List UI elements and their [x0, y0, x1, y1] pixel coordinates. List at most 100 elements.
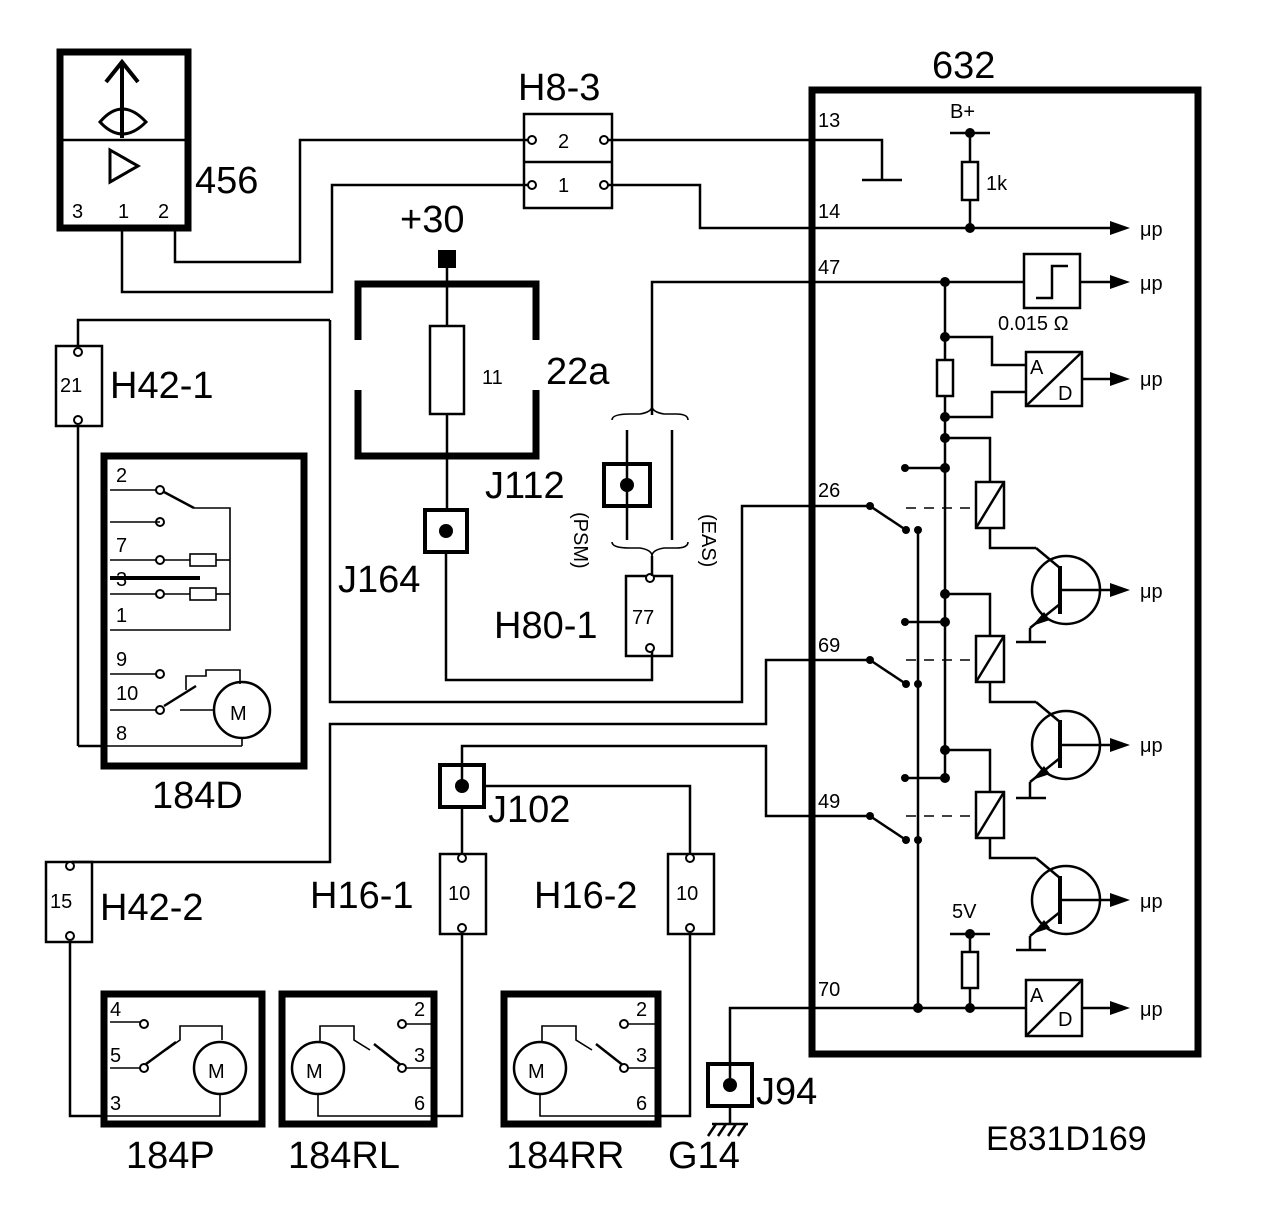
svg-text:A: A: [1030, 357, 1044, 379]
svg-text:10: 10: [448, 883, 470, 905]
plus30-label: +30: [400, 199, 464, 241]
svg-text:1: 1: [116, 605, 127, 627]
svg-text:10: 10: [676, 883, 698, 905]
svg-text:3: 3: [110, 1093, 121, 1115]
svg-text:H80-1: H80-1: [494, 605, 598, 647]
svg-text:26: 26: [818, 480, 840, 502]
svg-text:5V: 5V: [952, 901, 977, 923]
svg-text:3: 3: [636, 1045, 647, 1067]
splice-j102: J102: [438, 763, 570, 831]
module-184rr: 2 3 6 M 184RR: [500, 990, 662, 1177]
svg-text:M: M: [230, 703, 247, 725]
svg-text:9: 9: [116, 649, 127, 671]
svg-text:7: 7: [116, 535, 127, 557]
relay-69: [866, 589, 1036, 704]
svg-text:184P: 184P: [126, 1135, 215, 1177]
drawing-code: E831D169: [986, 1120, 1147, 1158]
svg-text:10: 10: [116, 683, 138, 705]
svg-text:H42-1: H42-1: [110, 365, 214, 407]
connector-h8-3-label: H8-3: [518, 67, 600, 109]
svg-text:M: M: [306, 1061, 323, 1083]
svg-text:47: 47: [818, 257, 840, 279]
svg-text:D: D: [1058, 383, 1072, 405]
svg-text:70: 70: [818, 979, 840, 1001]
svg-text:6: 6: [414, 1093, 425, 1115]
svg-text:21: 21: [60, 375, 82, 397]
svg-text:M: M: [528, 1061, 545, 1083]
svg-text:3: 3: [72, 201, 83, 223]
svg-text:J164: J164: [338, 559, 420, 601]
connector-h42-2: 15 H42-2: [44, 860, 204, 944]
svg-text:D: D: [1058, 1009, 1072, 1031]
svg-text:μp: μp: [1140, 369, 1163, 391]
svg-text:184RL: 184RL: [288, 1135, 400, 1177]
svg-text:8: 8: [116, 723, 127, 745]
svg-text:μp: μp: [1140, 999, 1163, 1021]
svg-text:1: 1: [118, 201, 129, 223]
connector-h16-1: 10 H16-1: [310, 852, 488, 936]
svg-text:H16-1: H16-1: [310, 875, 414, 917]
svg-text:14: 14: [818, 201, 840, 223]
svg-text:M: M: [208, 1061, 225, 1083]
svg-text:μp: μp: [1140, 581, 1163, 603]
module-184p: 4 5 3 M 184P: [100, 990, 266, 1177]
module-456: 3 1 2 456: [56, 48, 258, 232]
svg-text:13: 13: [818, 110, 840, 132]
svg-text:H42-2: H42-2: [100, 887, 204, 929]
svg-text:H16-2: H16-2: [534, 875, 638, 917]
fuse-box-22a: 11 22a: [354, 268, 610, 510]
amplifier-icon: [108, 147, 142, 185]
relay-49: [866, 745, 1036, 860]
svg-text:2: 2: [636, 999, 647, 1021]
svg-text:77: 77: [632, 607, 654, 629]
power-terminal-icon: [438, 250, 456, 268]
transistor-1: [1016, 547, 1130, 644]
connector-h80-1: 77 H80-1: [494, 573, 674, 658]
svg-text:A: A: [1030, 985, 1044, 1007]
module-184d: 2 7 3 1 9 10 8 M 184D: [100, 452, 308, 817]
svg-text:4: 4: [110, 999, 121, 1021]
ground-g14-icon: [706, 1106, 748, 1137]
svg-text:5: 5: [110, 1045, 121, 1067]
svg-text:J102: J102: [488, 789, 570, 831]
svg-text:2: 2: [116, 465, 127, 487]
svg-text:49: 49: [818, 791, 840, 813]
splice-j164: J164: [338, 508, 469, 601]
svg-text:1: 1: [558, 175, 569, 197]
splice-j94: J94: [706, 1062, 817, 1113]
transistor-2: [1016, 701, 1130, 800]
module-456-label: 456: [195, 160, 258, 202]
svg-text:μp: μp: [1140, 219, 1163, 241]
light-sensor-icon: [98, 58, 149, 138]
svg-text:J112: J112: [485, 465, 565, 507]
svg-text:0.015 Ω: 0.015 Ω: [998, 313, 1069, 335]
splice-j112: J112: [485, 462, 652, 508]
svg-text:μp: μp: [1140, 891, 1163, 913]
svg-text:μp: μp: [1140, 273, 1163, 295]
connector-h8-3: 2 1 H8-3: [518, 67, 614, 210]
transistor-3: [1016, 857, 1130, 952]
svg-text:1k: 1k: [986, 173, 1008, 195]
svg-text:2: 2: [158, 201, 169, 223]
svg-text:3: 3: [414, 1045, 425, 1067]
module-632: 632: [808, 45, 1202, 1058]
svg-text:184D: 184D: [152, 775, 243, 817]
svg-text:69: 69: [818, 635, 840, 657]
svg-text:2: 2: [558, 131, 569, 153]
connector-h16-2: 10 H16-2: [534, 852, 716, 936]
svg-text:15: 15: [50, 891, 72, 913]
module-184rl: 2 3 6 M 184RL: [278, 990, 438, 1177]
svg-text:2: 2: [414, 999, 425, 1021]
svg-text:11: 11: [482, 367, 503, 389]
svg-text:G14: G14: [668, 1135, 740, 1177]
svg-text:(PSM): (PSM): [569, 512, 591, 569]
svg-text:J94: J94: [756, 1071, 817, 1113]
svg-text:184RR: 184RR: [506, 1135, 624, 1177]
svg-text:μp: μp: [1140, 735, 1163, 757]
svg-text:6: 6: [636, 1093, 647, 1115]
connector-h42-1: 21 H42-1: [54, 344, 214, 428]
svg-text:B+: B+: [950, 101, 975, 123]
module-632-label: 632: [932, 45, 995, 87]
relay-26: [866, 436, 1036, 550]
